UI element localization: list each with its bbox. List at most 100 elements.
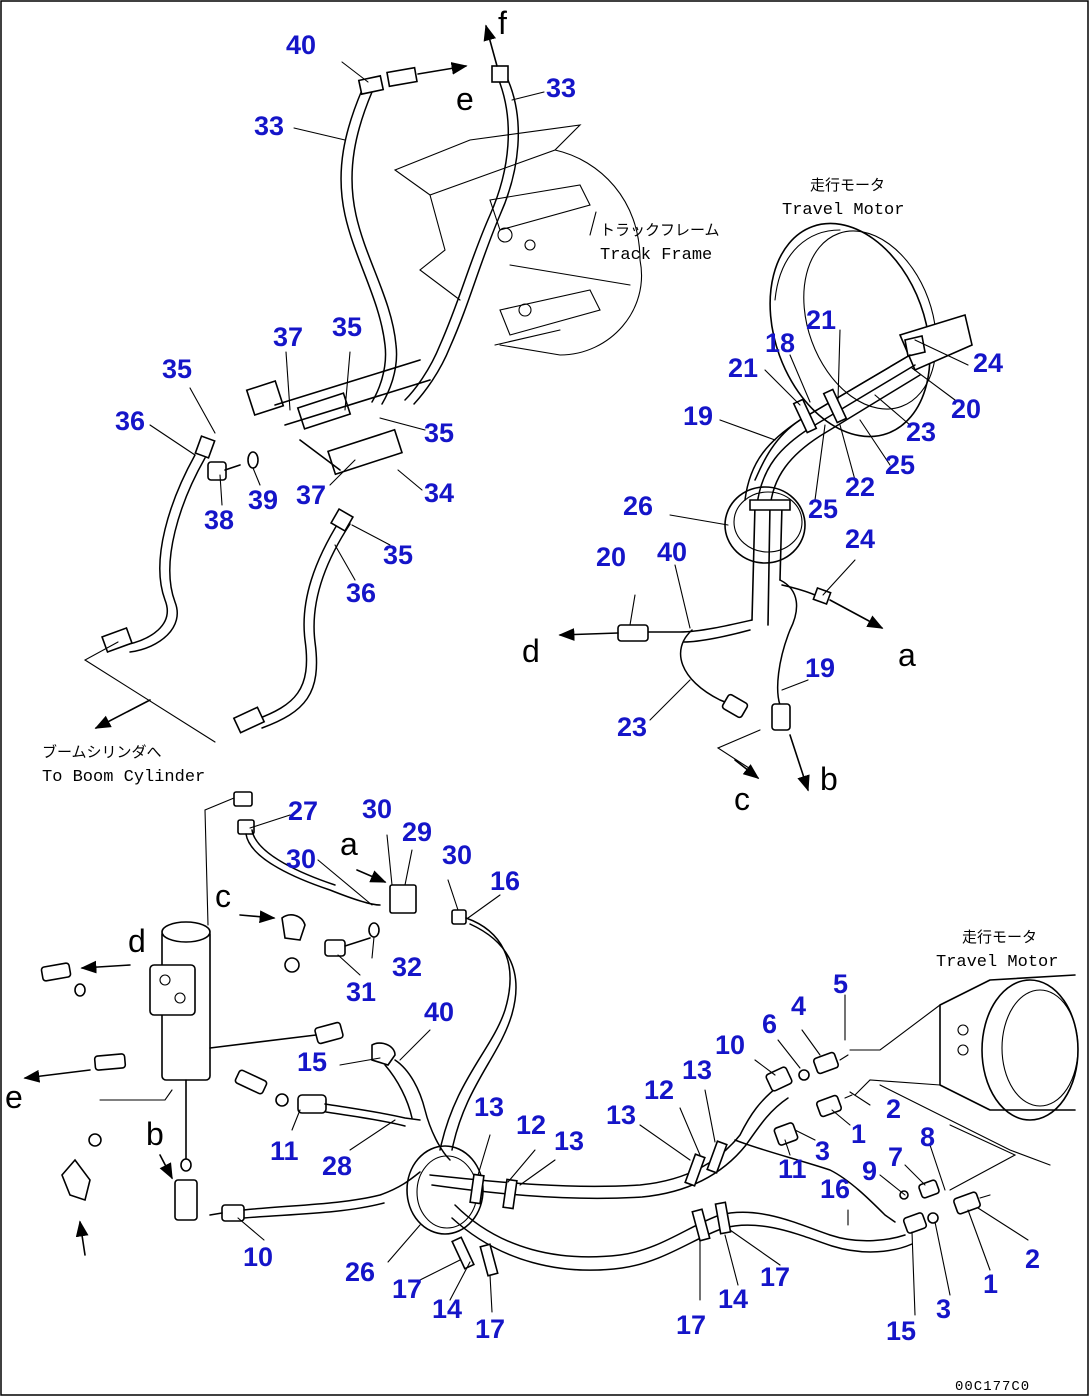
- callout-2: 2: [1025, 1244, 1040, 1274]
- callout-14: 14: [718, 1284, 748, 1314]
- callout-20: 20: [596, 542, 626, 572]
- travel-motor-jp-label-bottom: 走行モータ: [962, 928, 1037, 946]
- drawing-code: 00C177C0: [955, 1379, 1030, 1395]
- port-letter-e: e: [5, 1079, 23, 1115]
- travel-motor-en-label-bottom: Travel Motor: [936, 953, 1058, 972]
- port-letter-b: b: [820, 761, 838, 797]
- callout-17: 17: [760, 1262, 790, 1292]
- callout-15: 15: [297, 1047, 327, 1077]
- callout-18: 18: [765, 328, 795, 358]
- callout-36: 36: [346, 578, 376, 608]
- track-frame-en-label: Track Frame: [600, 246, 712, 265]
- callout-29: 29: [402, 817, 432, 847]
- callout-17: 17: [392, 1274, 422, 1304]
- callout-6: 6: [762, 1009, 777, 1039]
- port-letters: f e d a b c a c d e b: [5, 5, 916, 1152]
- callout-38: 38: [204, 505, 234, 535]
- callout-7: 7: [888, 1142, 903, 1172]
- callout-13: 13: [682, 1055, 712, 1085]
- callout-40: 40: [657, 537, 687, 567]
- callout-3: 3: [815, 1136, 830, 1166]
- travel-motor-top-group: [558, 222, 973, 792]
- port-letter-b: b: [146, 1116, 164, 1152]
- callout-1: 1: [851, 1119, 866, 1149]
- port-letter-d: d: [522, 633, 540, 669]
- callout-9: 9: [862, 1156, 877, 1186]
- callout-19: 19: [683, 401, 713, 431]
- callout-19: 19: [805, 653, 835, 683]
- callout-35: 35: [383, 540, 413, 570]
- callout-23: 23: [617, 712, 647, 742]
- callout-37: 37: [296, 480, 326, 510]
- boom-cylinder-hose-group: [83, 24, 520, 743]
- callout-36: 36: [115, 406, 145, 436]
- text-labels: 走行モータ Travel Motor トラックフレーム Track Frame …: [42, 176, 1058, 1395]
- callout-35: 35: [332, 312, 362, 342]
- callout-12: 12: [516, 1110, 546, 1140]
- callout-23: 23: [906, 417, 936, 447]
- callout-30: 30: [362, 794, 392, 824]
- callout-24: 24: [973, 348, 1003, 378]
- callout-12: 12: [644, 1075, 674, 1105]
- swivel-joint-group: [23, 791, 517, 1256]
- callout-13: 13: [554, 1126, 584, 1156]
- callout-8: 8: [920, 1122, 935, 1152]
- callout-30: 30: [286, 844, 316, 874]
- callout-11: 11: [778, 1154, 807, 1184]
- callout-17: 17: [475, 1314, 505, 1344]
- callout-31: 31: [346, 977, 376, 1007]
- callout-22: 22: [845, 472, 875, 502]
- callout-33: 33: [254, 111, 284, 141]
- hose-end-fitting: [357, 74, 385, 96]
- callout-37: 37: [273, 322, 303, 352]
- callout-16: 16: [820, 1174, 850, 1204]
- callout-10: 10: [715, 1030, 745, 1060]
- callout-3: 3: [936, 1294, 951, 1324]
- callout-39: 39: [248, 485, 278, 515]
- port-letter-e: e: [456, 81, 474, 117]
- callout-10: 10: [243, 1242, 273, 1272]
- callout-34: 34: [424, 478, 454, 508]
- callout-25: 25: [808, 494, 838, 524]
- callout-11: 11: [270, 1136, 299, 1166]
- boom-cylinder-en-label: To Boom Cylinder: [42, 768, 205, 787]
- callout-15: 15: [886, 1316, 916, 1346]
- callout-1: 1: [983, 1269, 998, 1299]
- callout-21: 21: [806, 305, 836, 335]
- callout-40: 40: [424, 997, 454, 1027]
- callout-21: 21: [728, 353, 758, 383]
- callout-35: 35: [162, 354, 192, 384]
- callout-26: 26: [623, 491, 653, 521]
- callout-27: 27: [288, 796, 318, 826]
- callout-14: 14: [432, 1294, 462, 1324]
- callout-30: 30: [442, 840, 472, 870]
- part-number-callouts: 40 33 33 37 35 35 36 35 37 34 38 39 35 3…: [115, 30, 1040, 1346]
- port-letter-f: f: [498, 5, 507, 41]
- callout-32: 32: [392, 952, 422, 982]
- callout-4: 4: [791, 991, 806, 1021]
- callout-16: 16: [490, 866, 520, 896]
- port-letter-a: a: [898, 637, 916, 673]
- callout-28: 28: [322, 1151, 352, 1181]
- callout-35: 35: [424, 418, 454, 448]
- callout-13: 13: [606, 1100, 636, 1130]
- callout-13: 13: [474, 1092, 504, 1122]
- callout-40: 40: [286, 30, 316, 60]
- track-frame-outline: [393, 124, 642, 356]
- callout-17: 17: [676, 1310, 706, 1340]
- callout-26: 26: [345, 1257, 375, 1287]
- leader-lines: [149, 61, 1029, 1316]
- port-letter-d: d: [128, 923, 146, 959]
- track-frame-jp-label: トラックフレーム: [600, 221, 720, 239]
- callout-25: 25: [885, 450, 915, 480]
- port-letter-a: a: [340, 826, 358, 862]
- callout-33: 33: [546, 73, 576, 103]
- callout-2: 2: [886, 1094, 901, 1124]
- port-letter-c: c: [734, 781, 750, 817]
- travel-motor-jp-label-top: 走行モータ: [810, 176, 885, 194]
- travel-motor-bottom-group: [406, 974, 1079, 1277]
- callout-24: 24: [845, 524, 875, 554]
- port-letter-c: c: [215, 878, 231, 914]
- callout-5: 5: [833, 969, 848, 999]
